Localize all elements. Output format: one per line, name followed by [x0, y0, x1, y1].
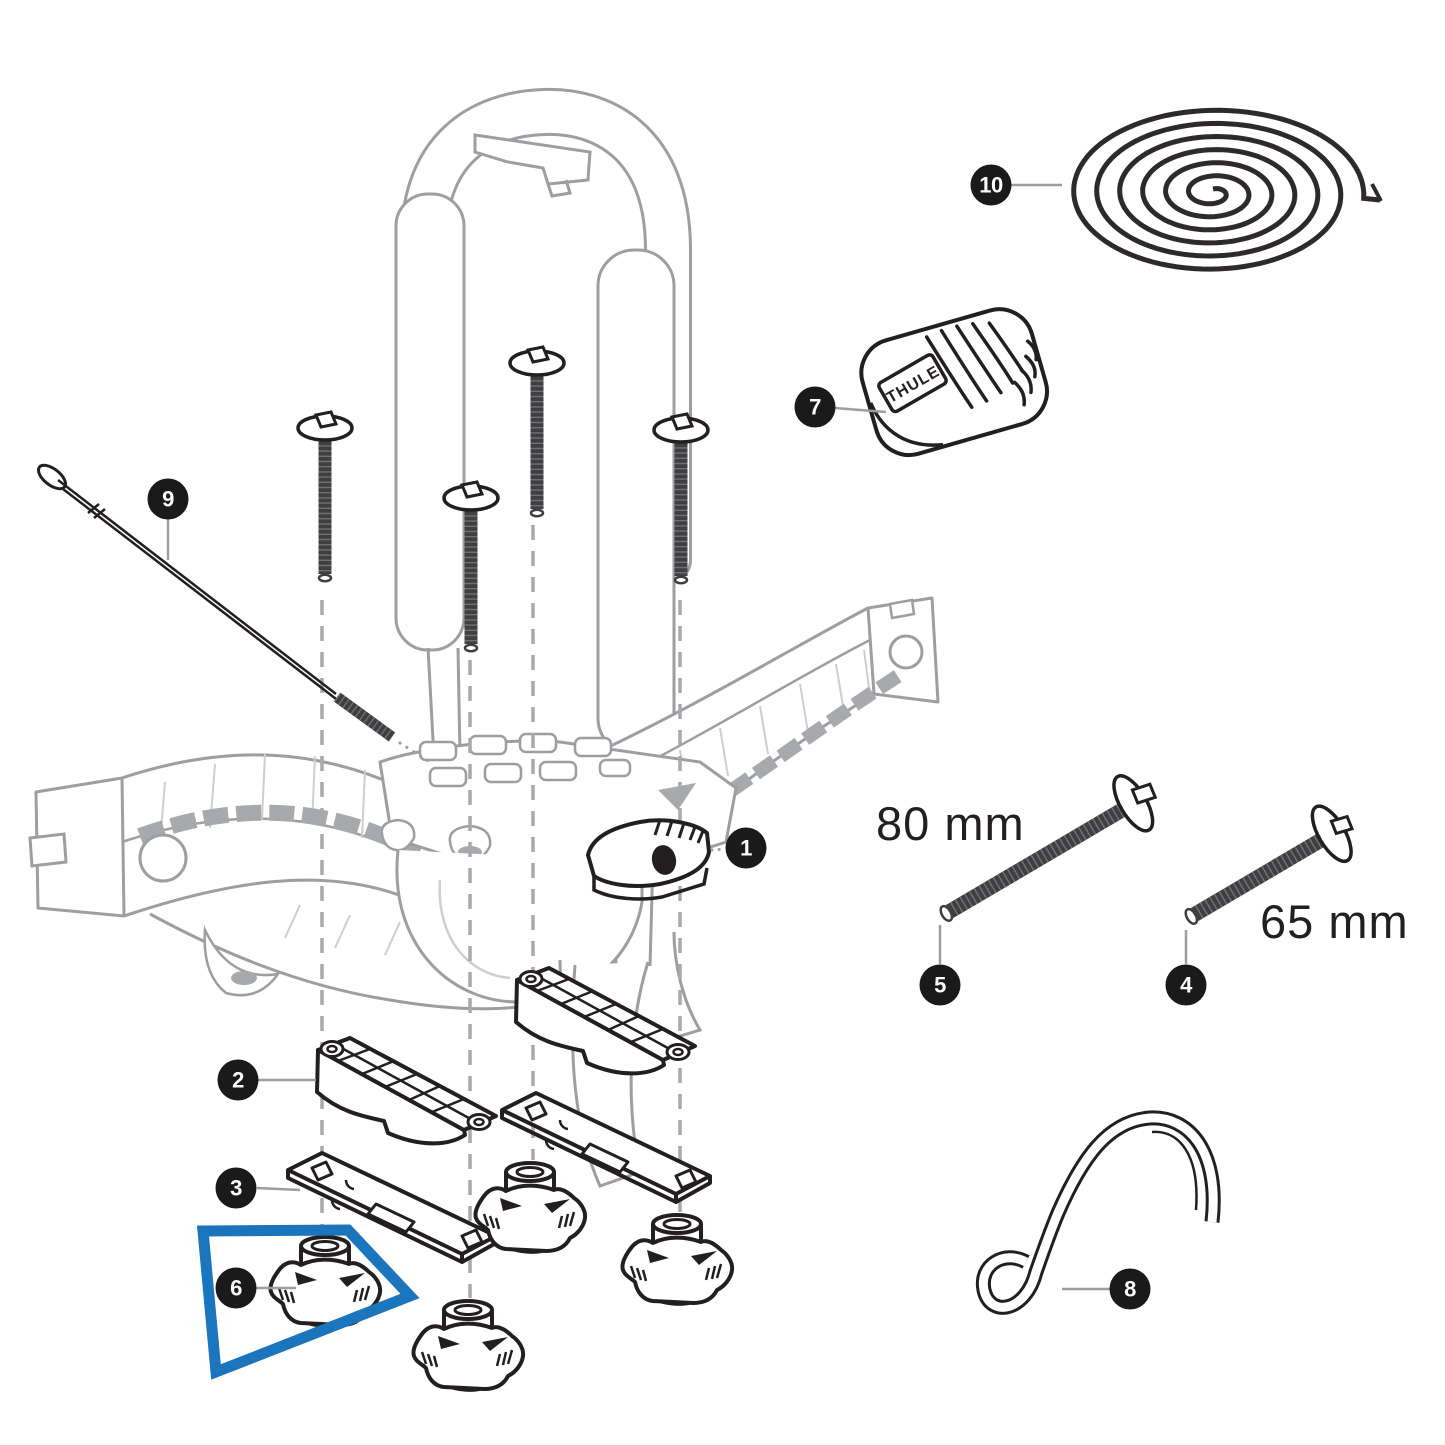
- strap-hook: [975, 1110, 1221, 1315]
- callout-6[interactable]: 6: [215, 1267, 257, 1309]
- callout-1[interactable]: 1: [725, 827, 767, 869]
- bolt-vertical-1: [298, 412, 352, 581]
- highlight-region[interactable]: [196, 1224, 420, 1380]
- wing-nut-b: [620, 1213, 735, 1307]
- hoop-tube: [400, 87, 692, 584]
- bolt-65mm: [1184, 804, 1355, 925]
- locking-knob: [586, 818, 711, 901]
- bolt-vertical-3: [510, 347, 564, 516]
- label-65mm: 65 mm: [1260, 895, 1409, 948]
- pad-right: [596, 248, 676, 756]
- pad-left: [394, 192, 466, 652]
- grip-pad: THULE: [859, 307, 1049, 458]
- callout-10[interactable]: 10: [970, 164, 1012, 206]
- wing-nut-a: [473, 1161, 588, 1255]
- bolt-80mm: [939, 774, 1158, 922]
- callout-3[interactable]: 3: [215, 1167, 257, 1209]
- knob-lock-dot: [651, 845, 677, 875]
- callout-2[interactable]: 2: [217, 1059, 259, 1101]
- callout-7[interactable]: 7: [794, 386, 836, 428]
- leader-lines: [166, 183, 1188, 1291]
- long-rod: [36, 463, 432, 764]
- callout-4[interactable]: 4: [1165, 964, 1207, 1006]
- callout-5[interactable]: 5: [919, 964, 961, 1006]
- callout-9[interactable]: 9: [147, 478, 189, 520]
- projection-lines: [320, 525, 682, 1298]
- strap-coil: [1071, 107, 1383, 272]
- callout-8[interactable]: 8: [1109, 1268, 1151, 1310]
- wing-nut-c: [411, 1299, 526, 1393]
- rack-assembly: [28, 87, 940, 1188]
- label-80mm: 80 mm: [876, 797, 1025, 850]
- hoop-hook-plate: [473, 133, 592, 198]
